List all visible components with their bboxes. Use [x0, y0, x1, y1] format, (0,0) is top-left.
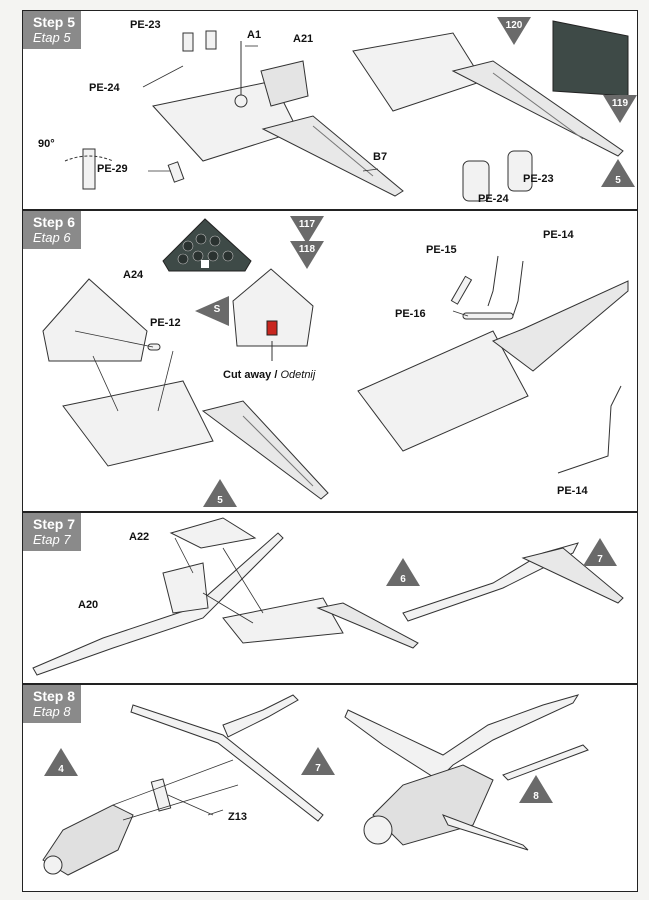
label-a21: A21 — [293, 33, 314, 45]
label-pe-23-detail: PE-23 — [523, 173, 554, 185]
label-pe-15: PE-15 — [426, 244, 457, 256]
cut-away-text: Cut away — [223, 369, 272, 381]
step-7-etap: Etap 7 — [33, 532, 71, 547]
marker-step-6-ref: 6 — [386, 558, 420, 588]
label-pe-14-wire: PE-14 — [557, 485, 588, 497]
step-5-panel: Step 5 Etap 5 — [22, 10, 638, 210]
marker-step-5: 5 — [601, 159, 635, 189]
marker-119: 119 — [603, 95, 637, 125]
step-8-panel: Step 8 Etap 8 Z13 4 — [22, 684, 638, 892]
step-5-tag: Step 5 Etap 5 — [23, 11, 81, 49]
step-7-drawing — [32, 517, 624, 676]
marker-step-4-ref: 4 — [44, 748, 78, 778]
step-8-tag: Step 8 Etap 8 — [23, 685, 81, 723]
step-6-etap: Etap 6 — [33, 230, 71, 245]
step-5-drawing — [64, 20, 629, 202]
marker-step-8: 8 — [519, 775, 553, 805]
step-7-panel: Step 7 Etap 7 A22 A20 6 7 — [22, 512, 638, 684]
cut-away-text-pl: Odetnij — [280, 369, 316, 381]
step-7-title: Step 7 — [33, 516, 76, 532]
marker-s: S — [195, 296, 229, 326]
label-pe-16: PE-16 — [395, 308, 426, 320]
marker-117: 117 — [290, 216, 324, 246]
marker-120: 120 — [497, 17, 531, 47]
step-8-etap: Etap 8 — [33, 704, 71, 719]
step-5-title: Step 5 — [33, 14, 76, 30]
label-a22: A22 — [129, 531, 150, 543]
label-pe-24: PE-24 — [89, 82, 120, 94]
step-6-drawing — [42, 218, 629, 500]
step-8-title: Step 8 — [33, 688, 76, 704]
label-pe-24-detail: PE-24 — [478, 193, 509, 205]
marker-step-7-ref: 7 — [301, 747, 335, 777]
label-cut-away: Cut away / Odetnij — [223, 369, 316, 381]
label-a24: A24 — [123, 269, 144, 281]
step-7-tag: Step 7 Etap 7 — [23, 513, 81, 551]
step-8-drawing — [42, 694, 589, 876]
label-90-degrees: 90° — [38, 138, 55, 150]
label-pe-12: PE-12 — [150, 317, 181, 329]
label-b7: B7 — [373, 151, 388, 163]
label-pe-14: PE-14 — [543, 229, 574, 241]
label-a20: A20 — [78, 599, 99, 611]
marker-step-5-ref: 5 — [203, 479, 237, 509]
step-5-etap: Etap 5 — [33, 30, 71, 45]
step-6-title: Step 6 — [33, 214, 76, 230]
marker-step-7: 7 — [583, 538, 617, 568]
step-6-panel: Step 6 Etap 6 — [22, 210, 638, 512]
label-pe-23: PE-23 — [130, 19, 161, 31]
step-6-tag: Step 6 Etap 6 — [23, 211, 81, 249]
label-a1: A1 — [247, 29, 262, 41]
label-z13: Z13 — [228, 811, 247, 823]
label-pe-29: PE-29 — [97, 163, 128, 175]
marker-118: 118 — [290, 241, 324, 271]
